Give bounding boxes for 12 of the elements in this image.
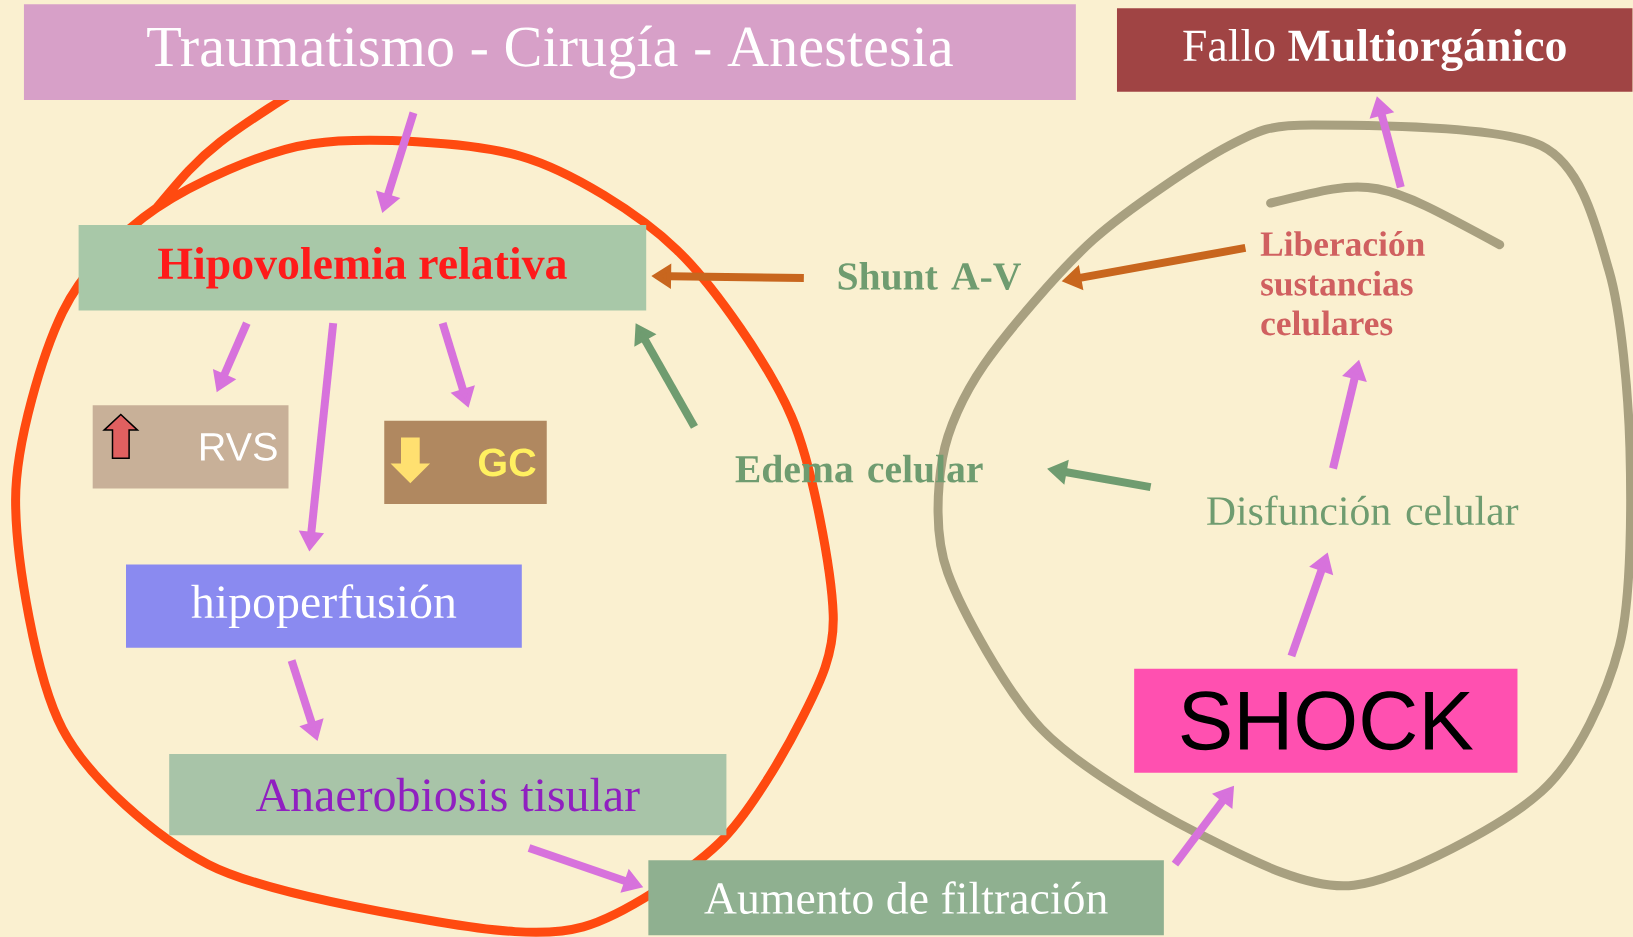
- title-banner: Traumatismo - Cirugía - Anestesia: [23, 4, 1076, 100]
- process-box: GC: [384, 420, 547, 505]
- node-label: Liberación sustancias celulares: [1260, 231, 1425, 336]
- process-box: Anaerobiosis tisular: [169, 754, 727, 836]
- node-label: Shunt A-V: [838, 261, 1021, 291]
- node-label: Disfunción celular: [1207, 495, 1519, 526]
- title-banner: Fallo Multiorgánico: [1116, 8, 1633, 92]
- process-box: hipoperfusión: [126, 564, 522, 648]
- process-box: Hipovolemia relativa: [78, 225, 647, 311]
- process-box: SHOCK: [1134, 668, 1518, 773]
- process-box: Aumento de filtración: [648, 860, 1164, 936]
- process-box: RVS: [92, 405, 289, 489]
